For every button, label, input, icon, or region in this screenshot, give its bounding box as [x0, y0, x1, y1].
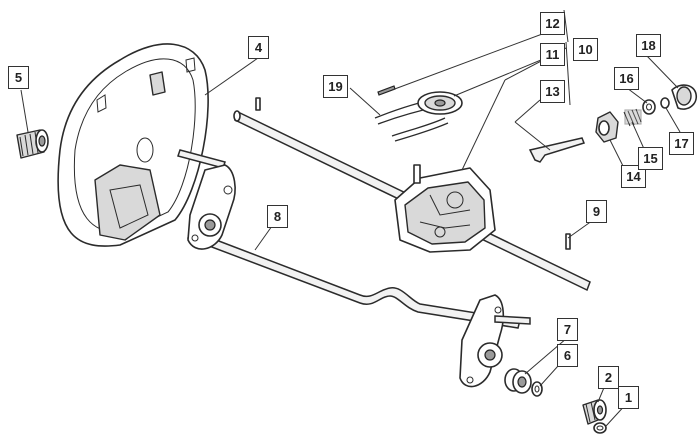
callout-7: 7 [557, 318, 578, 341]
right-height-bracket [459, 294, 531, 388]
part-17-ring [660, 97, 670, 109]
part-9-pin [565, 233, 571, 250]
part-18-cap [671, 84, 698, 110]
callout-6: 6 [557, 344, 578, 367]
callout-15: 15 [638, 147, 663, 170]
part-11-pulley [417, 91, 463, 115]
callout-12: 12 [540, 12, 565, 35]
gearbox [394, 164, 496, 253]
callout-5: 5 [8, 66, 29, 89]
callout-10: 10 [573, 38, 598, 61]
callout-9: 9 [586, 200, 607, 223]
callout-19: 19 [323, 75, 348, 98]
part-4-wheel-cover [57, 43, 209, 247]
part-13-rod [528, 137, 585, 163]
part-7-bearing [504, 368, 532, 394]
leader-lines [20, 9, 681, 427]
part-12-pin [377, 85, 396, 96]
callout-16: 16 [614, 67, 639, 90]
part-15-spring [623, 108, 642, 127]
part-5-pinion-gear [16, 129, 49, 159]
callout-4: 4 [248, 36, 269, 59]
callout-11: 11 [540, 43, 565, 66]
part-2-pinion-gear [582, 399, 607, 425]
callout-8: 8 [267, 205, 288, 228]
part-1-circlip [593, 422, 607, 434]
callout-2: 2 [598, 366, 619, 389]
part-16-washer [642, 99, 656, 115]
left-height-bracket [187, 164, 236, 250]
callout-1: 1 [618, 386, 639, 409]
callout-18: 18 [636, 34, 661, 57]
part-6-washer [531, 381, 543, 397]
callout-17: 17 [669, 132, 694, 155]
callout-14: 14 [621, 165, 646, 188]
callout-13: 13 [540, 80, 565, 103]
part-14-cam [595, 111, 619, 143]
